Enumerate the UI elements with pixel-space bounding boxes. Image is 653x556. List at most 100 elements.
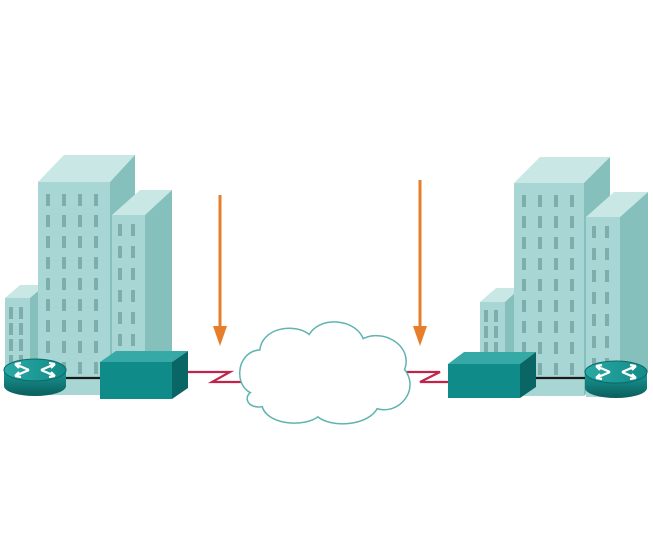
building-window: [94, 341, 98, 353]
building-window: [46, 278, 50, 290]
building-window: [94, 194, 98, 206]
building-window: [605, 248, 609, 260]
right-csu-dsu: [448, 352, 536, 398]
building-window: [118, 268, 122, 280]
building-window: [554, 237, 558, 249]
right-router: [584, 360, 648, 398]
building-window: [46, 341, 50, 353]
building-window: [554, 258, 558, 270]
building-window: [538, 195, 542, 207]
building-window: [494, 310, 498, 322]
building-window: [592, 270, 596, 282]
building-window: [78, 299, 82, 311]
building-window: [554, 321, 558, 333]
building-window: [522, 342, 526, 354]
building-window: [570, 321, 574, 333]
left-serial-link: [186, 370, 256, 384]
building-window: [494, 342, 498, 354]
arrow-down-icon: [213, 195, 227, 346]
building-window: [522, 195, 526, 207]
building-window: [46, 194, 50, 206]
building-window: [46, 257, 50, 269]
building-window: [484, 310, 488, 322]
building-window: [538, 300, 542, 312]
building-window: [9, 307, 13, 319]
building-window: [94, 362, 98, 374]
building-window: [46, 215, 50, 227]
building-window: [19, 307, 23, 319]
building-window: [484, 342, 488, 354]
building-window: [554, 300, 558, 312]
building-window: [570, 363, 574, 375]
building-window: [46, 299, 50, 311]
building-window: [538, 321, 542, 333]
building-window: [62, 299, 66, 311]
building-window: [538, 279, 542, 291]
building-window: [118, 312, 122, 324]
building-window: [78, 278, 82, 290]
building-window: [78, 194, 82, 206]
building-window: [94, 215, 98, 227]
building-window: [605, 336, 609, 348]
building-window: [131, 268, 135, 280]
building-window: [570, 279, 574, 291]
building-window: [592, 314, 596, 326]
building-window: [78, 341, 82, 353]
building-window: [131, 334, 135, 346]
building-window: [522, 216, 526, 228]
building-window: [78, 236, 82, 248]
building-window: [94, 299, 98, 311]
building-window: [62, 341, 66, 353]
building-window: [94, 278, 98, 290]
building-window: [484, 326, 488, 338]
building-window: [131, 312, 135, 324]
building-window: [78, 320, 82, 332]
left-router: [3, 358, 67, 396]
building-window: [538, 363, 542, 375]
building-window: [9, 355, 13, 367]
csu-dsu-icon: [100, 351, 188, 399]
building-window: [554, 216, 558, 228]
building-window: [522, 300, 526, 312]
building-window: [592, 248, 596, 260]
building-window: [554, 342, 558, 354]
building-window: [605, 226, 609, 238]
building-window: [94, 257, 98, 269]
building-window: [78, 257, 82, 269]
building-window: [62, 257, 66, 269]
left-csu-dsu: [100, 351, 188, 399]
building-window: [94, 236, 98, 248]
building-window: [46, 236, 50, 248]
building-window: [522, 258, 526, 270]
right-pointer: [413, 180, 427, 346]
building-window: [592, 336, 596, 348]
building-window: [118, 224, 122, 236]
building-window: [592, 292, 596, 304]
building-window: [554, 279, 558, 291]
csu-dsu-icon: [448, 352, 536, 398]
cloud-icon: [239, 321, 411, 425]
building-window: [570, 258, 574, 270]
building-window: [62, 215, 66, 227]
building-window: [522, 237, 526, 249]
building-window: [538, 258, 542, 270]
building-window: [118, 334, 122, 346]
building-window: [94, 320, 98, 332]
right-serial-link: [400, 370, 458, 384]
building-window: [494, 326, 498, 338]
building-window: [570, 342, 574, 354]
building-window: [522, 279, 526, 291]
building-window: [131, 290, 135, 302]
building-window: [538, 342, 542, 354]
building-window: [78, 362, 82, 374]
building-window: [9, 339, 13, 351]
building-window: [554, 195, 558, 207]
building-window: [570, 195, 574, 207]
building-window: [78, 215, 82, 227]
left-site-buildings: [5, 155, 172, 395]
left-pointer: [213, 195, 227, 346]
building-window: [62, 236, 66, 248]
arrow-down-icon: [413, 180, 427, 346]
building-window: [62, 320, 66, 332]
building-window: [570, 216, 574, 228]
